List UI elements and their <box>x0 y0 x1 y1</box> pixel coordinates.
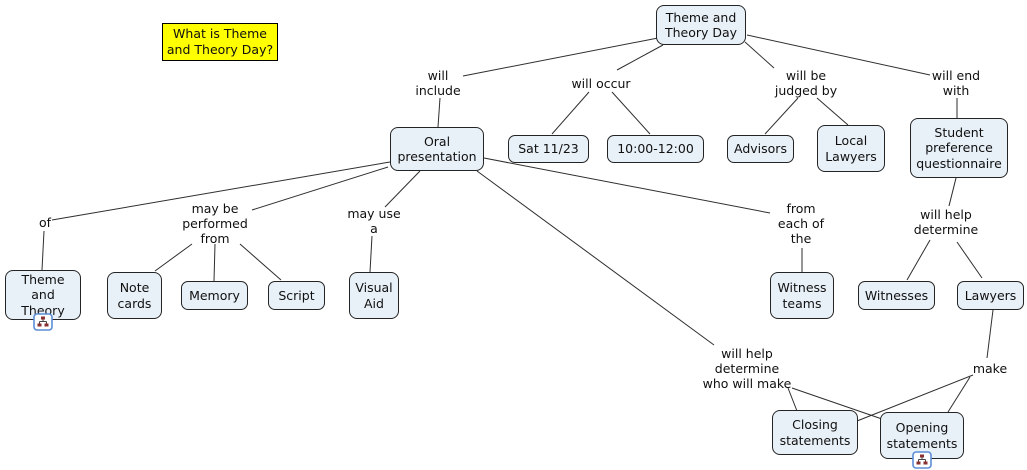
node-theme-and-theory[interactable]: Theme and Theory <box>5 270 81 320</box>
connector-line <box>787 387 798 412</box>
node-oral-presentation[interactable]: Oral presentation <box>390 127 484 171</box>
concept-map-icon[interactable] <box>33 313 53 331</box>
link-label-will-help-determine[interactable]: will help determine <box>913 207 979 237</box>
node-visual-aid[interactable]: Visual Aid <box>349 272 399 319</box>
link-label-will-help-determine-who-will-make[interactable]: will help determine who will make <box>702 346 792 391</box>
link-label-will-be-judged-by[interactable]: will be judged by <box>774 68 838 98</box>
question-annotation[interactable]: What is Theme and Theory Day? <box>162 23 278 61</box>
connector-line <box>986 309 994 359</box>
node-advisors[interactable]: Advisors <box>727 135 794 163</box>
link-label-will-occur[interactable]: will occur <box>571 76 631 91</box>
link-label-make[interactable]: make <box>972 361 1008 376</box>
node-theme-theory-day[interactable]: Theme and Theory Day <box>656 5 746 45</box>
connector-line <box>611 91 651 135</box>
connector-line <box>551 91 590 135</box>
connector-line <box>616 44 664 71</box>
node-lawyers[interactable]: Lawyers <box>957 281 1024 310</box>
connector-line <box>483 157 771 214</box>
connector-line <box>476 170 715 346</box>
connector-line <box>744 41 775 69</box>
node-student-preference-questionnaire[interactable]: Student preference questionnaire <box>910 118 1008 178</box>
node-opening-statements[interactable]: Opening statements <box>880 412 964 459</box>
concept-map-icon[interactable] <box>912 451 932 469</box>
connector-line <box>948 177 957 207</box>
node-witness-teams[interactable]: Witness teams <box>770 272 834 319</box>
connector-line <box>41 230 45 271</box>
connector-line <box>764 97 799 135</box>
node-note-cards[interactable]: Note cards <box>107 272 162 319</box>
node-local-lawyers[interactable]: Local Lawyers <box>817 125 885 172</box>
connector-line <box>154 243 193 272</box>
connector-line <box>51 161 391 221</box>
connector-line <box>791 387 883 420</box>
link-label-from-each-of-the[interactable]: from each of the <box>777 201 825 246</box>
link-label-may-use-a[interactable]: may use a <box>347 206 401 236</box>
connector-line <box>856 374 974 422</box>
connector-line <box>947 376 971 413</box>
connector-line <box>816 97 849 126</box>
connector-line <box>213 243 216 282</box>
node-script[interactable]: Script <box>268 281 325 310</box>
link-label-will-include[interactable]: will include <box>415 68 461 98</box>
node-sat-11-23[interactable]: Sat 11/23 <box>508 135 589 163</box>
connector-line <box>437 97 441 128</box>
connector-line <box>956 241 983 279</box>
connector-line <box>369 235 373 273</box>
connector-line <box>384 170 421 208</box>
link-label-will-end-with[interactable]: will end with <box>931 68 981 98</box>
connector-line <box>746 34 931 76</box>
node-closing-statements[interactable]: Closing statements <box>772 410 858 455</box>
connector-line <box>251 166 389 211</box>
connector-line <box>462 37 659 77</box>
node-witnesses[interactable]: Witnesses <box>858 281 935 310</box>
link-label-may-be-performed-from[interactable]: may be performed from <box>182 201 248 246</box>
node-time-10-12[interactable]: 10:00-12:00 <box>607 135 704 163</box>
connector-line <box>906 239 931 281</box>
connector-line <box>239 243 282 281</box>
node-memory[interactable]: Memory <box>181 281 248 310</box>
link-label-of[interactable]: of <box>38 215 52 230</box>
